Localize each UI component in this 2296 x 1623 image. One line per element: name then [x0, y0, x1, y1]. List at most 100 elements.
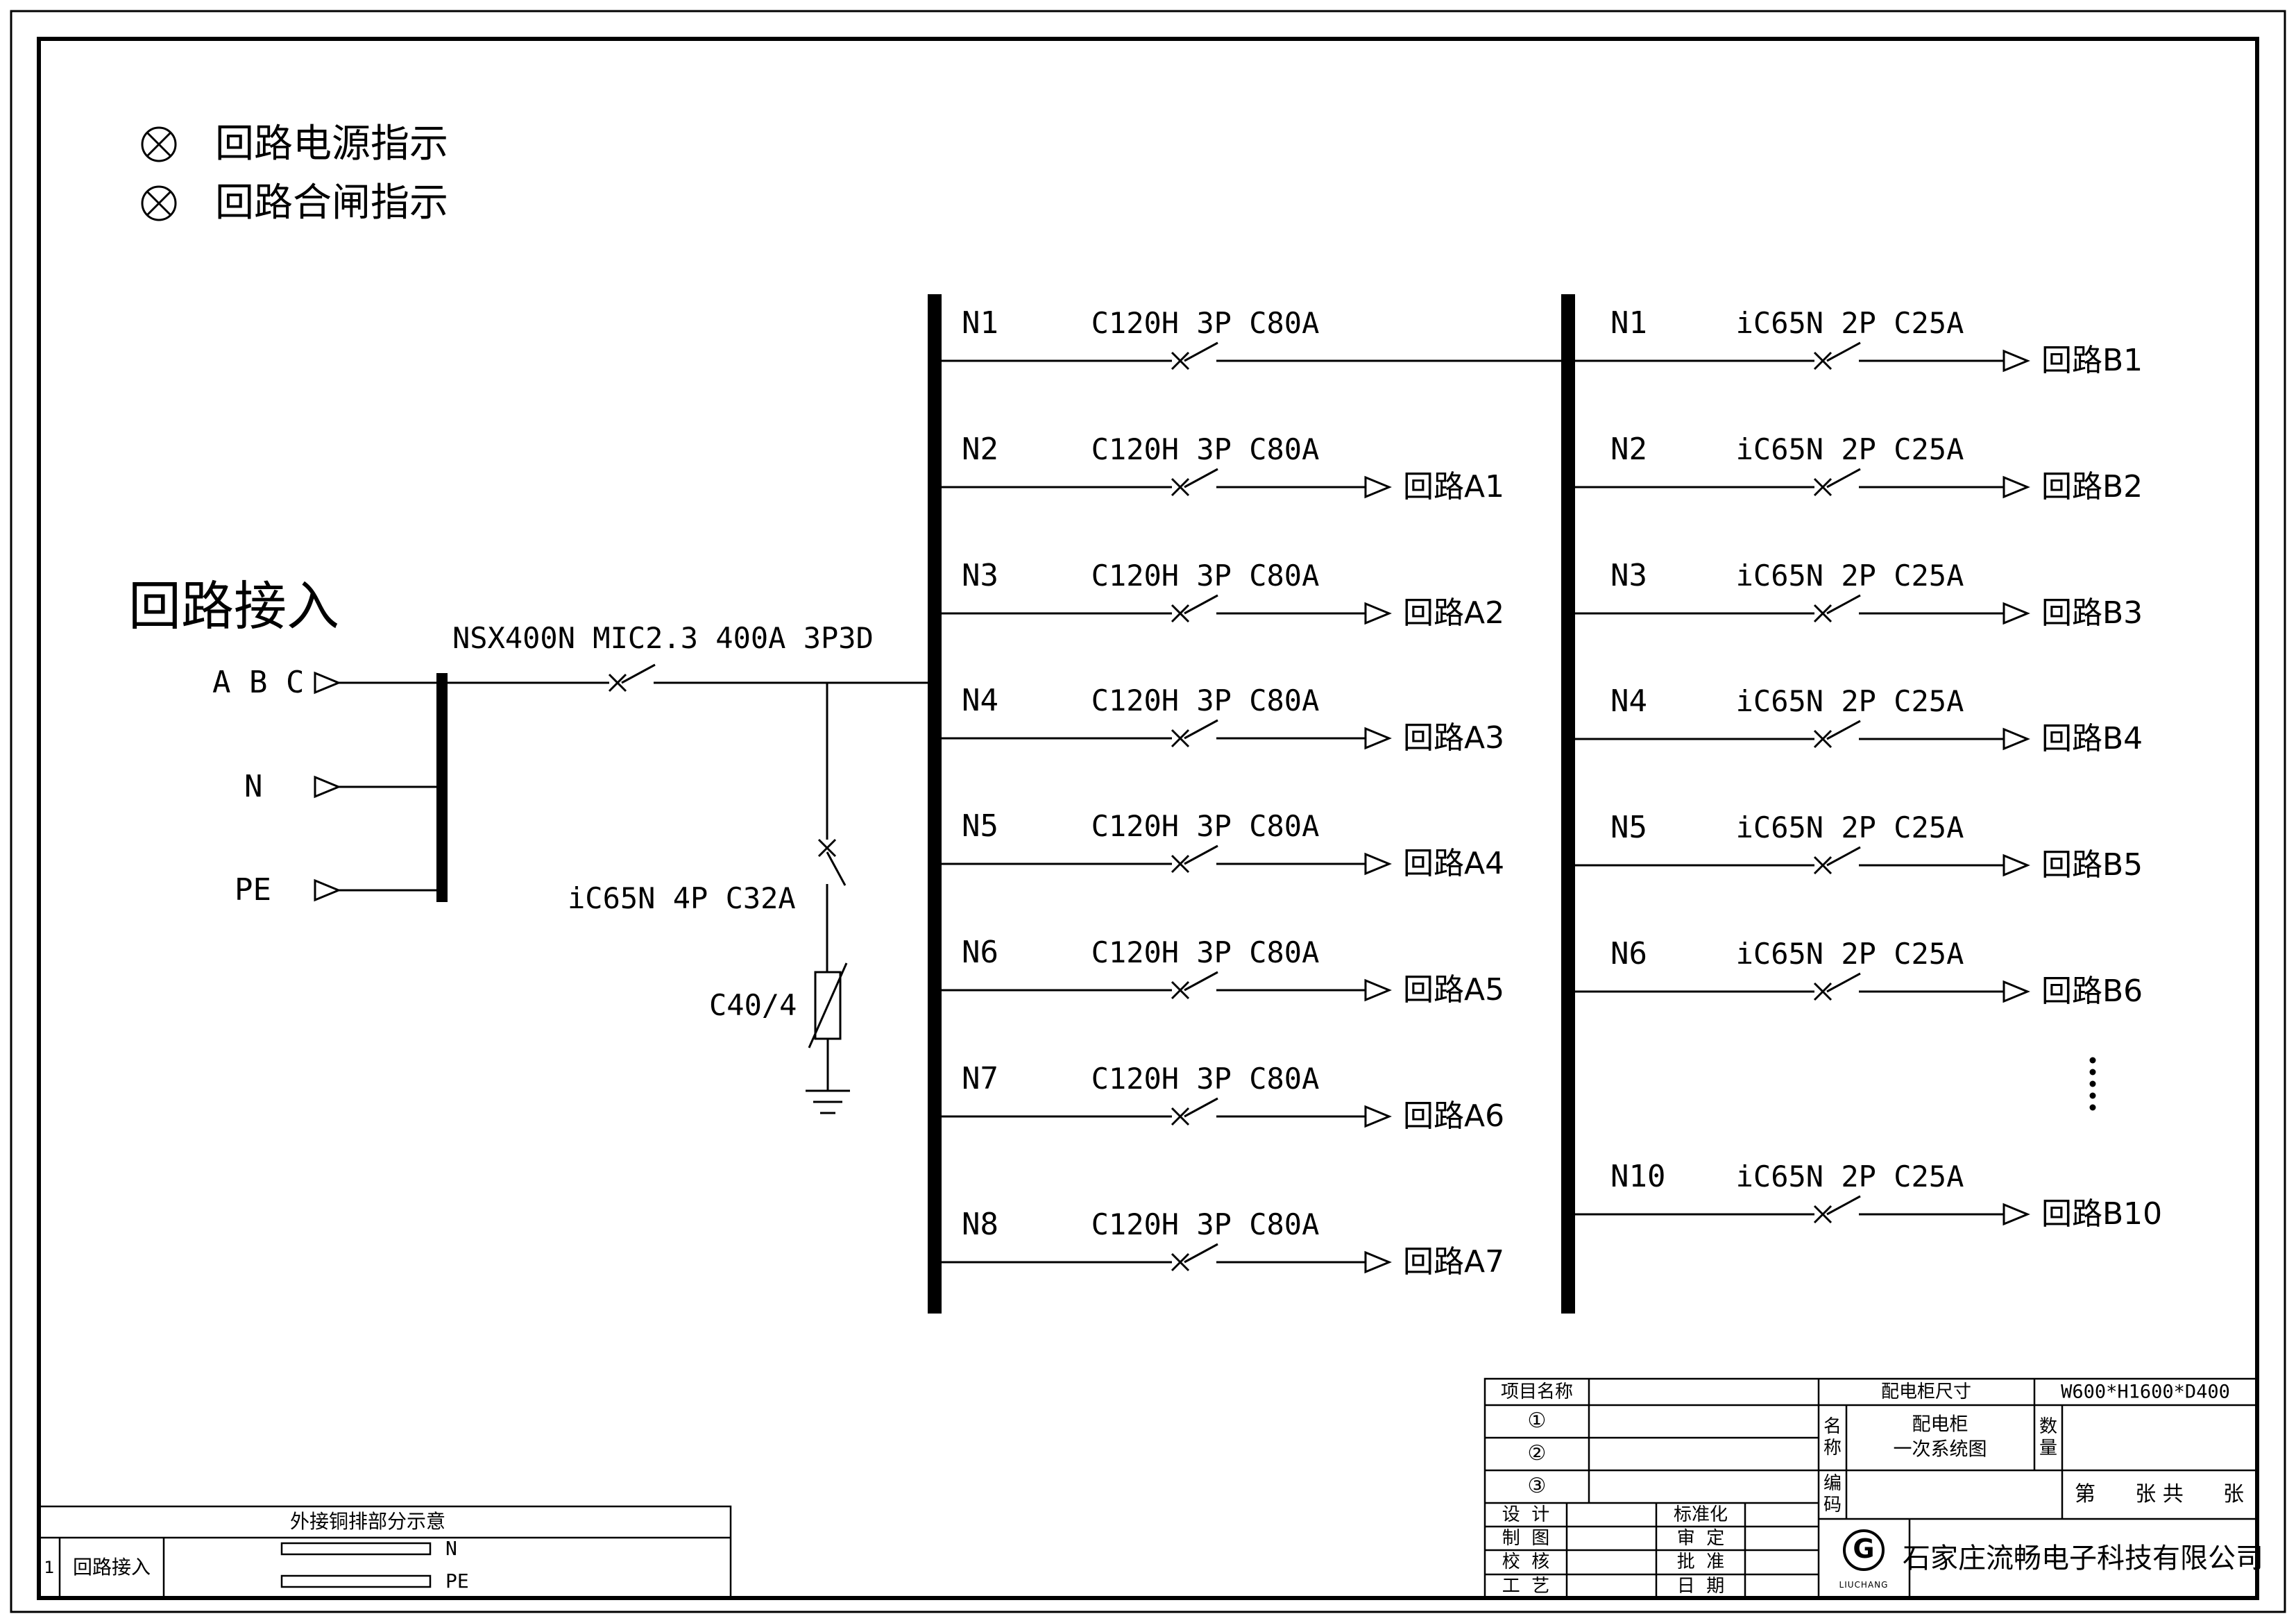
- draft-label: 制 图: [1502, 1528, 1550, 1549]
- pe-label: PE: [235, 872, 271, 908]
- page-frame: [10, 10, 2286, 1613]
- output-label: 回路A4: [1403, 846, 1505, 881]
- breaker-icon: [1171, 971, 1219, 1000]
- busbar-b: [1561, 294, 1575, 1314]
- company-name: 石家庄流畅电子科技有限公司: [1903, 1543, 2263, 1574]
- incoming-wiring: [314, 663, 928, 1114]
- copper-bar-n-label: N: [445, 1537, 457, 1560]
- neutral-label: N: [244, 769, 263, 804]
- ground-icon: [804, 1089, 851, 1114]
- output-label: 回路A5: [1403, 972, 1505, 1008]
- title-block-grid: [1483, 1377, 2259, 1599]
- breaker-icon: [1813, 594, 1862, 623]
- circuit-n-label: N1: [1610, 305, 1647, 341]
- breaker-label: C120H 3P C80A: [1091, 1062, 1320, 1096]
- breaker-label: C120H 3P C80A: [1091, 1207, 1320, 1241]
- circuit-n-label: N10: [1610, 1159, 1666, 1194]
- cabinet-name-line2: 一次系统图: [1893, 1439, 1987, 1461]
- standardization-label: 标准化: [1673, 1504, 1728, 1525]
- breaker-label: iC65N 2P C25A: [1735, 937, 1964, 971]
- ellipsis-dots-icon: [2089, 1057, 2096, 1111]
- circuit-n-label: N8: [962, 1207, 998, 1242]
- craft-label: 工 艺: [1502, 1576, 1550, 1597]
- output-arrow-icon: [1364, 1105, 1391, 1128]
- lamp-icon: [141, 126, 177, 162]
- sheet-count-label: 第 张 共 张: [2075, 1482, 2244, 1506]
- output-label: 回路A2: [1403, 595, 1505, 631]
- cabinet-name-line1: 配电柜: [1912, 1413, 1968, 1436]
- output-arrow-icon: [2002, 1203, 2029, 1225]
- breaker-label: C120H 3P C80A: [1091, 935, 1320, 969]
- copper-row-label: 回路接入: [72, 1556, 151, 1579]
- circuit-n-label: N2: [962, 432, 998, 467]
- output-label: 回路A3: [1403, 720, 1505, 756]
- phase-abc-label: A B C: [212, 665, 305, 700]
- input-arrow-icon: [314, 672, 340, 694]
- copper-bar-pe: [280, 1574, 432, 1588]
- circuit-n-label: N4: [1610, 683, 1647, 719]
- input-arrow-icon: [314, 776, 340, 798]
- output-label: 回路A6: [1403, 1098, 1505, 1134]
- breaker-icon: [1813, 972, 1862, 1001]
- output-label: 回路B5: [2041, 847, 2143, 883]
- output-arrow-icon: [2002, 854, 2029, 876]
- copper-table-title: 外接铜排部分示意: [289, 1510, 446, 1533]
- breaker-icon: [1813, 341, 1862, 371]
- breaker-label: C120H 3P C80A: [1091, 306, 1320, 340]
- circuit-n-label: N3: [1610, 558, 1647, 593]
- quantity-label: 数量: [2039, 1416, 2057, 1459]
- copper-table-grid: [37, 1505, 732, 1599]
- circuit-n-label: N6: [1610, 936, 1647, 971]
- company-logo-icon: [1843, 1529, 1885, 1571]
- breaker-label: iC65N 2P C25A: [1735, 810, 1964, 844]
- breaker-label: C120H 3P C80A: [1091, 432, 1320, 466]
- output-arrow-icon: [1364, 1251, 1391, 1273]
- output-label: 回路A1: [1403, 469, 1505, 504]
- breaker-icon: [1813, 720, 1862, 749]
- breaker-label: iC65N 2P C25A: [1735, 1159, 1964, 1193]
- output-label: 回路B10: [2041, 1196, 2163, 1232]
- circuit-n-label: N1: [962, 305, 998, 341]
- logo-letter: G: [1853, 1533, 1875, 1564]
- breaker-icon: [1171, 594, 1219, 623]
- panel-a-wiring: [942, 341, 1561, 1273]
- legend-closing-indicator-label: 回路合闸指示: [215, 180, 448, 226]
- indicator-lamp-icons: [141, 126, 177, 221]
- item2-label: ②: [1527, 1441, 1547, 1465]
- output-arrow-icon: [2002, 980, 2029, 1003]
- panel-b-wiring: [1575, 341, 2029, 1225]
- output-arrow-icon: [1364, 476, 1391, 498]
- output-label: 回路B6: [2041, 974, 2143, 1009]
- circuit-n-label: N7: [962, 1061, 998, 1096]
- spd-breaker-icon: [817, 838, 847, 887]
- breaker-icon: [1171, 468, 1219, 497]
- approve-label: 批 准: [1676, 1552, 1725, 1572]
- output-label: 回路B2: [2041, 469, 2143, 504]
- cabinet-size-value: W600*H1600*D400: [2061, 1381, 2230, 1403]
- output-label: 回路B3: [2041, 595, 2143, 631]
- spd-breaker-label: iC65N 4P C32A: [568, 881, 796, 915]
- output-label: 回路B1: [2041, 343, 2143, 378]
- date-label: 日 期: [1676, 1576, 1725, 1597]
- busbar-a: [928, 294, 942, 1314]
- code-label: 编码: [1823, 1472, 1842, 1515]
- cabinet-name: 配电柜 一次系统图: [1894, 1413, 1987, 1463]
- breaker-icon: [1813, 468, 1862, 497]
- check-label: 校 核: [1502, 1552, 1550, 1572]
- spd-label: C40/4: [709, 988, 797, 1022]
- circuit-n-label: N4: [962, 683, 998, 718]
- main-breaker-icon: [608, 663, 656, 692]
- breaker-label: iC65N 2P C25A: [1735, 432, 1964, 466]
- output-arrow-icon: [2002, 602, 2029, 624]
- copper-bar-pe-label: PE: [445, 1570, 469, 1592]
- copper-bar-n: [280, 1542, 432, 1556]
- item1-label: ①: [1527, 1409, 1547, 1433]
- cabinet-size-label: 配电柜尺寸: [1880, 1382, 1972, 1402]
- output-arrow-icon: [1364, 602, 1391, 624]
- breaker-label: iC65N 2P C25A: [1735, 306, 1964, 340]
- breaker-icon: [1171, 1243, 1219, 1272]
- output-arrow-icon: [2002, 350, 2029, 372]
- output-arrow-icon: [2002, 728, 2029, 750]
- breaker-icon: [1813, 846, 1862, 875]
